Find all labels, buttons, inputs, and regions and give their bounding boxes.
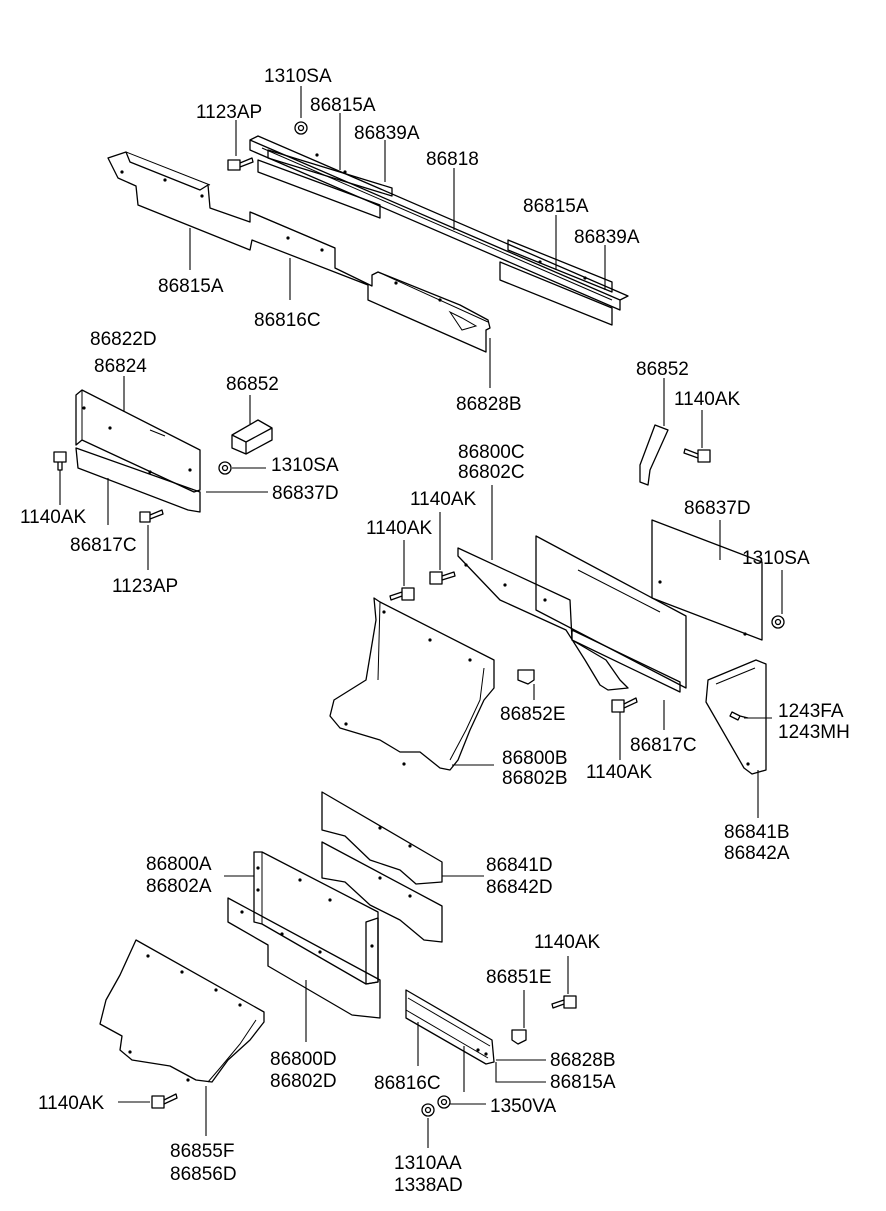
label-86815a-bottom: 86815A xyxy=(550,1072,616,1093)
label-86800d: 86800D xyxy=(270,1049,337,1070)
plate-86841d-upper xyxy=(321,791,443,885)
label-86841d: 86841D xyxy=(486,855,553,876)
bracket-86852-right xyxy=(639,424,669,486)
label-1140ak-left: 1140AK xyxy=(20,507,87,528)
plate-86815a-upper xyxy=(257,159,381,219)
bolt-1140ak-c1 xyxy=(389,587,415,601)
label-1140ak-right: 1140AK xyxy=(674,389,741,410)
part-labels: 1310SA 1123AP 86815A 86839A 86818 86815A… xyxy=(20,66,850,1196)
label-1310sa-right: 1310SA xyxy=(742,548,810,569)
label-86800a: 86800A xyxy=(146,854,212,875)
shield-86855f xyxy=(99,939,265,1083)
label-86837d-right: 86837D xyxy=(684,498,751,519)
leaders-top xyxy=(189,86,606,388)
label-86817c-left: 86817C xyxy=(70,535,137,556)
panel-86822d xyxy=(75,389,201,493)
bolt-1123ap-left xyxy=(139,509,164,523)
label-86852e: 86852E xyxy=(500,704,566,725)
label-1310aa: 1310AA xyxy=(394,1153,462,1174)
label-1350va: 1350VA xyxy=(490,1096,557,1117)
nut-1310sa-top xyxy=(294,121,308,135)
label-86817c-mid: 86817C xyxy=(630,735,697,756)
label-86800c: 86800C xyxy=(458,442,525,463)
rail-86816c-bottom xyxy=(405,989,495,1065)
label-1140ak-c2: 1140AK xyxy=(366,518,433,539)
left-bracket-assembly xyxy=(53,389,273,523)
label-1243fa: 1243FA xyxy=(778,701,844,722)
panel-86800c-back xyxy=(535,535,687,689)
label-86815a-left: 86815A xyxy=(158,276,224,297)
label-86855f: 86855F xyxy=(170,1141,234,1162)
top-rail-assembly xyxy=(107,121,629,353)
label-86802a: 86802A xyxy=(146,876,212,897)
nut-1350va xyxy=(437,1095,451,1109)
plate-86841d-lower xyxy=(321,841,443,943)
label-1123ap-left: 1123AP xyxy=(112,576,178,597)
label-1338ad: 1338AD xyxy=(394,1175,463,1196)
label-86852-right: 86852 xyxy=(636,359,689,380)
bracket-86841b xyxy=(705,659,767,775)
rail-86818 xyxy=(249,135,629,311)
bolt-1140ak-c3 xyxy=(611,697,638,713)
label-1310sa-top: 1310SA xyxy=(264,66,332,87)
nut-1310sa-mid xyxy=(218,461,232,475)
strip-86839a-right xyxy=(507,239,613,293)
panel-86800b xyxy=(329,597,495,771)
label-86828b-bottom: 86828B xyxy=(550,1050,616,1071)
bolt-1140ak-bottom-left xyxy=(151,1093,178,1109)
label-86828b-top: 86828B xyxy=(456,394,522,415)
panel-86817c-mid xyxy=(571,629,681,693)
label-86802c: 86802C xyxy=(458,462,525,483)
label-86824: 86824 xyxy=(94,356,147,377)
label-86841b: 86841B xyxy=(724,822,790,843)
label-86818: 86818 xyxy=(426,149,479,170)
bolt-1140ak-c2 xyxy=(429,571,456,585)
screw-1243fa xyxy=(729,711,749,721)
label-86842d: 86842D xyxy=(486,877,553,898)
panel-86800a xyxy=(253,851,379,985)
plate-86815a-right xyxy=(499,261,613,326)
label-86851e: 86851E xyxy=(486,967,552,988)
clip-86852e xyxy=(517,669,535,685)
strip-86800d xyxy=(227,897,381,1019)
label-1140ak-c3: 1140AK xyxy=(586,762,653,783)
block-86852-left xyxy=(231,419,273,455)
bolt-1140ak-left xyxy=(53,451,67,471)
label-1310sa-mid: 1310SA xyxy=(271,455,339,476)
panel-86817c-left xyxy=(75,447,201,513)
bolt-1140ak-bottom-right xyxy=(551,995,577,1009)
label-1140ak-bottom-left: 1140AK xyxy=(38,1093,105,1114)
label-86822d: 86822D xyxy=(90,329,157,350)
leaders-left xyxy=(59,376,268,570)
label-86815a-top: 86815A xyxy=(310,95,376,116)
label-1123ap-top: 1123AP xyxy=(196,102,262,123)
bottom-assembly xyxy=(99,791,577,1117)
label-86839a-right: 86839A xyxy=(574,227,640,248)
label-1140ak-bottom-right: 1140AK xyxy=(534,932,601,953)
label-86837d-left: 86837D xyxy=(272,483,339,504)
nut-1310aa xyxy=(421,1103,435,1117)
label-86802d: 86802D xyxy=(270,1071,337,1092)
right-bracket-assembly xyxy=(329,424,785,775)
label-86852-left: 86852 xyxy=(226,374,279,395)
plate-86837d xyxy=(651,519,763,641)
leaders-bottom xyxy=(118,875,569,1148)
bolt-1140ak-right xyxy=(683,448,711,463)
bolt-1123ap-top xyxy=(227,157,254,171)
label-86800b: 86800B xyxy=(502,748,568,769)
label-86802b: 86802B xyxy=(502,768,568,789)
label-86839a-top: 86839A xyxy=(354,123,420,144)
label-86816c-bottom: 86816C xyxy=(374,1073,441,1094)
strip-86839a-top xyxy=(267,149,393,197)
label-86842a: 86842A xyxy=(724,843,790,864)
nut-1310sa-right xyxy=(771,615,785,629)
clip-86851e xyxy=(511,1029,527,1045)
label-1140ak-c1: 1140AK xyxy=(410,489,477,510)
label-86816c-top: 86816C xyxy=(254,310,321,331)
label-86815a-right: 86815A xyxy=(523,196,589,217)
label-1243mh: 1243MH xyxy=(778,722,850,743)
leaders-right xyxy=(403,378,783,818)
label-86856d: 86856D xyxy=(170,1164,237,1185)
